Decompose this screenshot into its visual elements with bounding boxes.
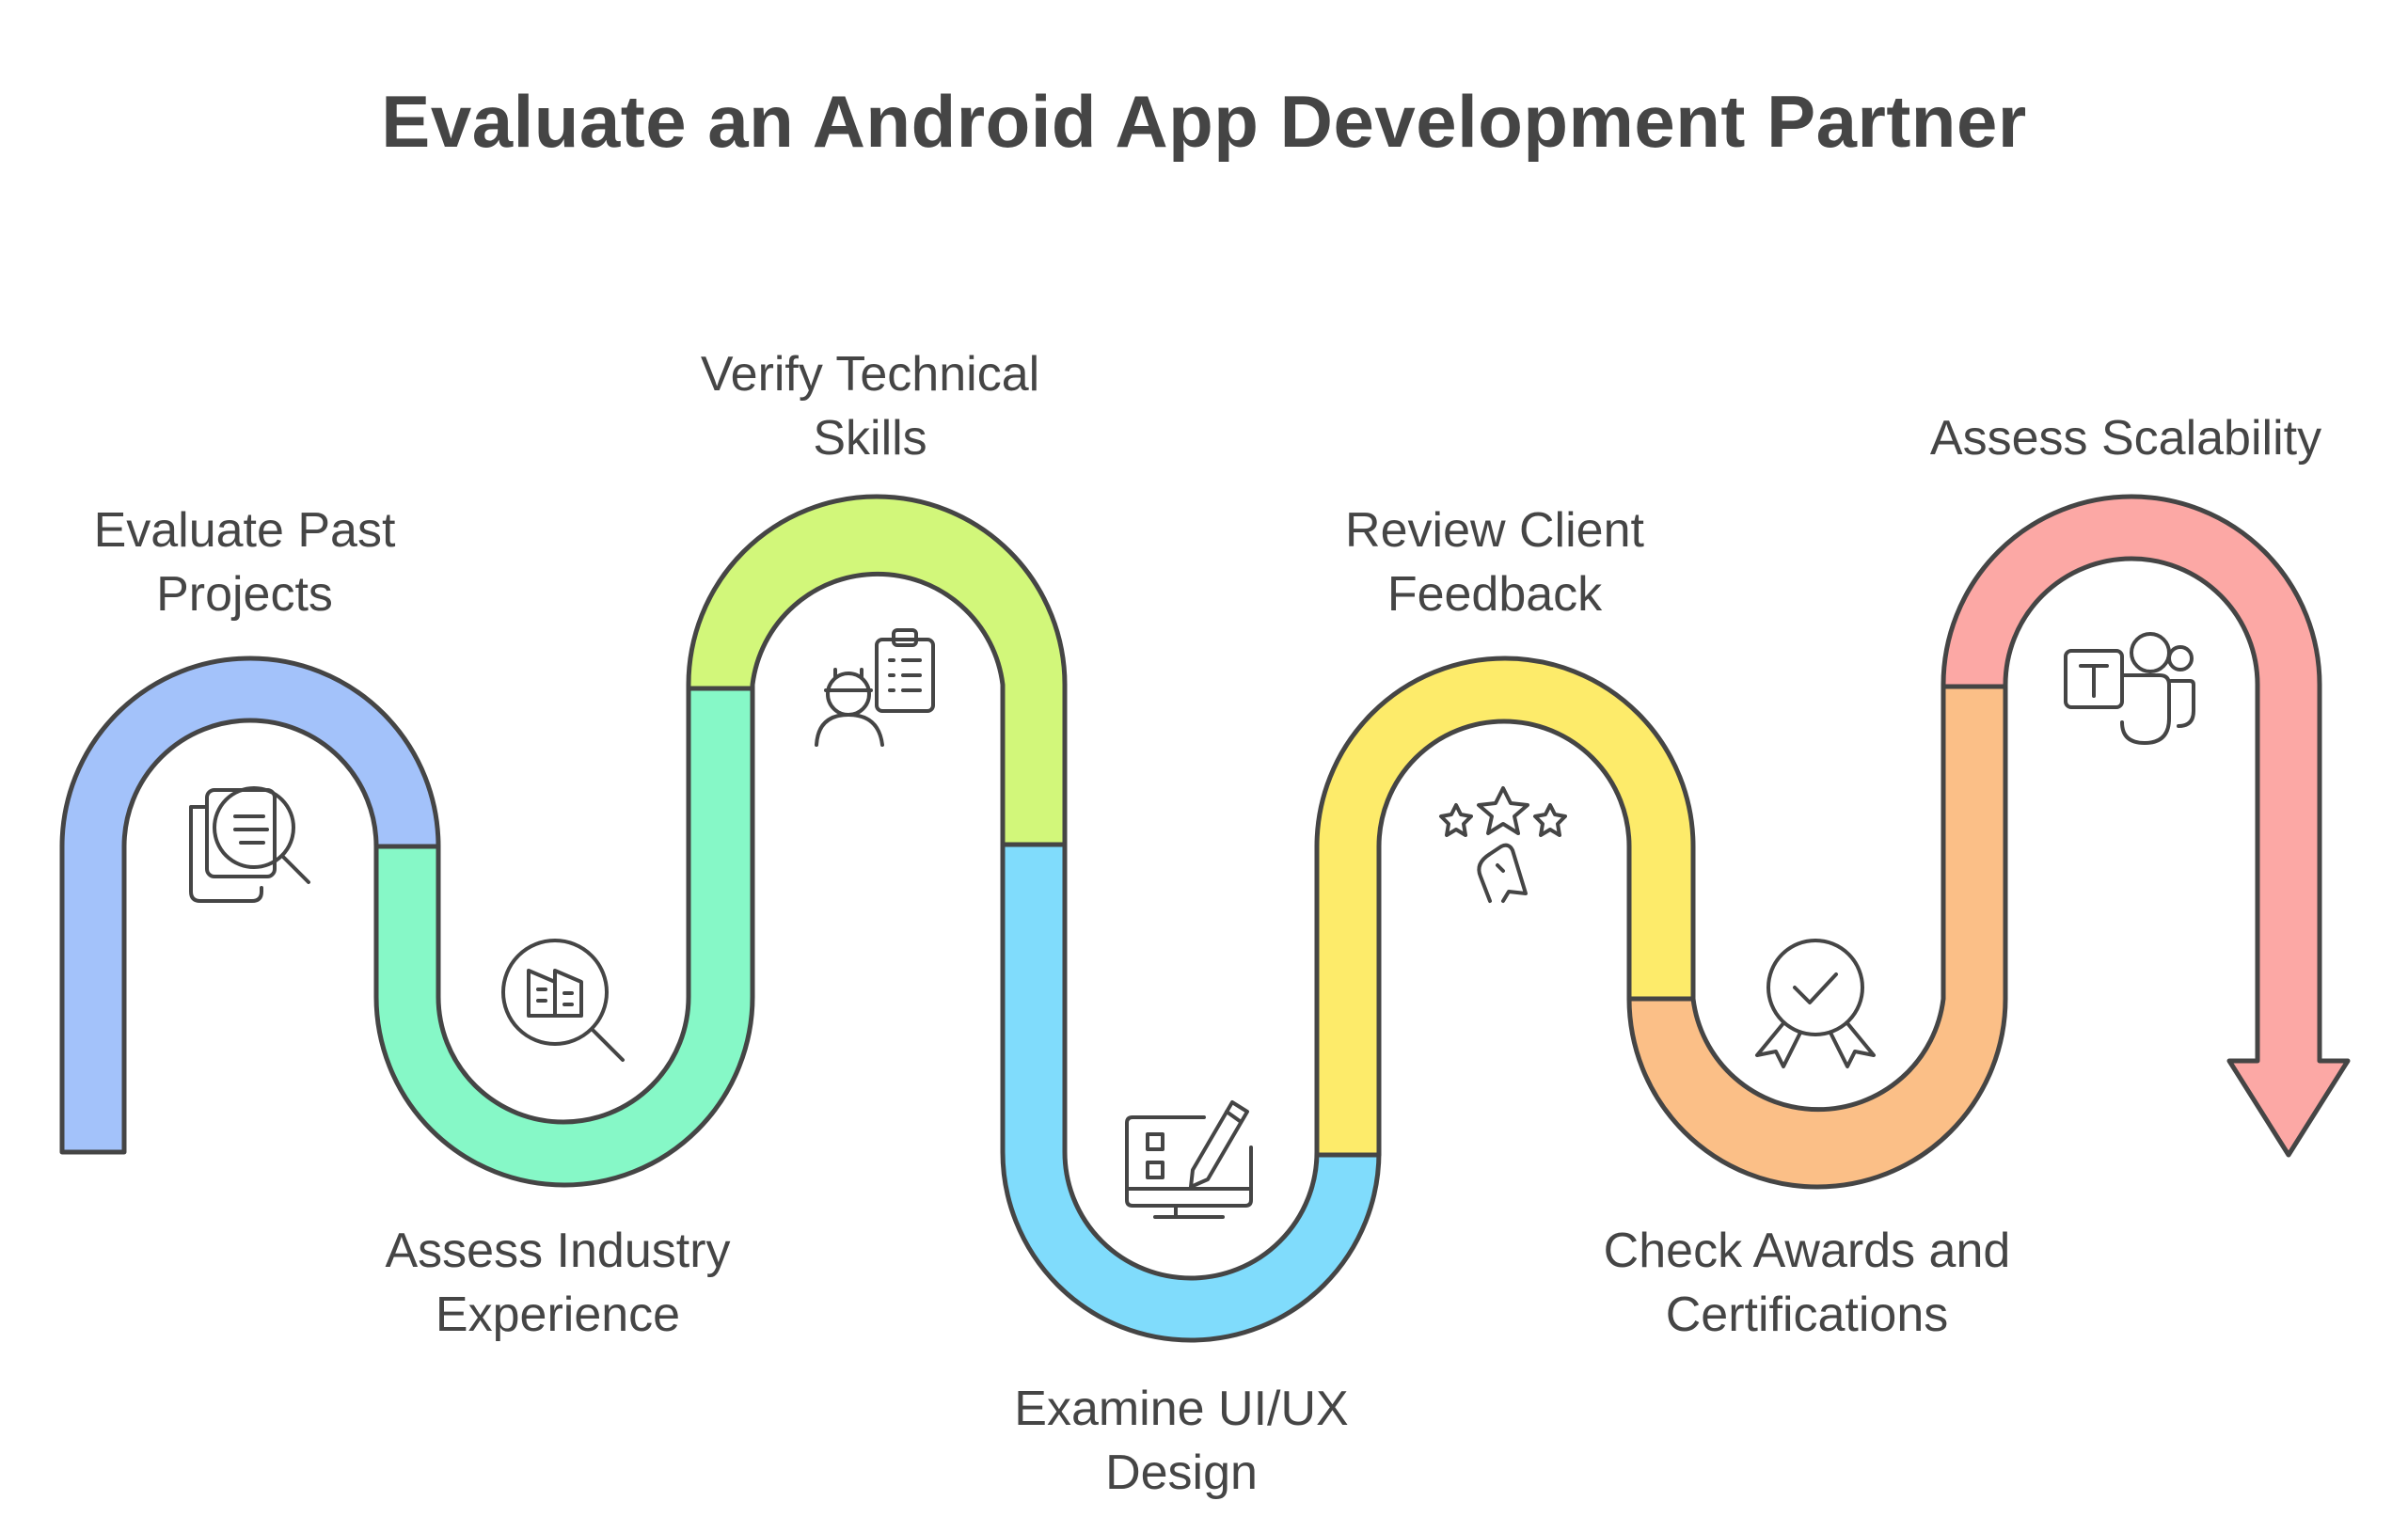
path-segment-5 <box>1314 656 1696 1158</box>
design-monitor-icon <box>1125 1100 1253 1219</box>
teams-icon <box>2064 632 2195 745</box>
path-segment-4 <box>1000 842 1382 1343</box>
building-search-icon <box>501 939 625 1062</box>
path-segment-2 <box>373 686 755 1188</box>
step-label-2-line2: Experience <box>435 1288 681 1342</box>
step-label-3-line1: Verify Technical <box>700 347 1040 402</box>
step-label-1-line1: Evaluate Past <box>93 503 396 558</box>
step-label-6-line2: Certifications <box>1665 1288 1949 1342</box>
page-title: Evaluate an Android App Development Part… <box>381 80 2027 163</box>
step-label-1-line2: Projects <box>156 567 333 622</box>
step-label-4-line1: Examine UI/UX <box>1014 1382 1349 1436</box>
path-segment-7 <box>1941 494 2351 1158</box>
step-label-6: Check Awards and Certifications <box>1586 1219 2028 1347</box>
step-label-4-line2: Design <box>1105 1446 1258 1500</box>
engineer-checklist-icon <box>815 628 935 747</box>
award-badge-icon <box>1755 939 1876 1068</box>
step-label-4: Examine UI/UX Design <box>960 1377 1402 1505</box>
path-segment-1 <box>59 656 441 1155</box>
path-segment-3 <box>686 494 1068 847</box>
step-label-5: Review Client Feedback <box>1274 498 1716 626</box>
step-label-5-line1: Review Client <box>1345 503 1644 558</box>
step-label-2: Assess Industry Experience <box>337 1219 779 1347</box>
step-label-2-line1: Assess Industry <box>385 1224 731 1278</box>
step-label-7-line1: Assess Scalability <box>1929 411 2322 466</box>
step-label-5-line2: Feedback <box>1386 567 1603 622</box>
step-label-6-line1: Check Awards and <box>1603 1224 2011 1278</box>
stars-feedback-icon <box>1439 786 1567 903</box>
document-search-icon <box>189 786 310 903</box>
step-label-7: Assess Scalability <box>1905 406 2347 470</box>
step-label-1: Evaluate Past Projects <box>24 498 466 626</box>
step-label-3-line2: Skills <box>813 411 927 466</box>
step-label-3: Verify Technical Skills <box>649 342 1091 470</box>
path-segment-6 <box>1626 684 2008 1190</box>
